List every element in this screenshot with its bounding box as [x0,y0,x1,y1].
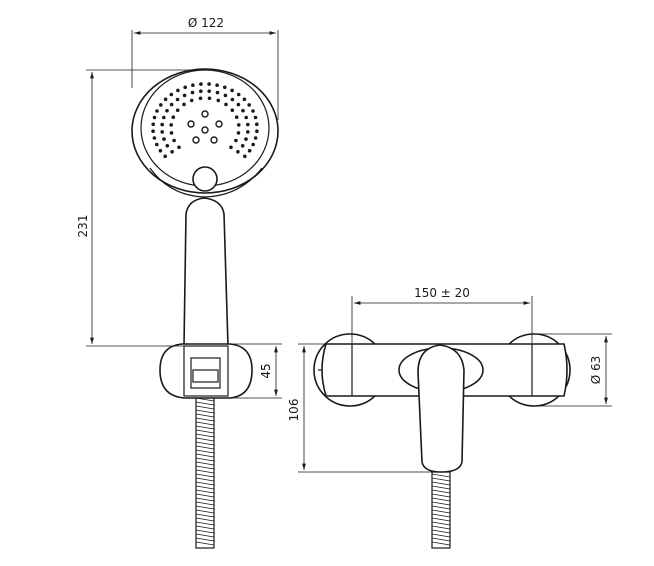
mixer-lever [417,344,465,473]
shower-handle [183,197,229,347]
mixer-hose [431,471,451,549]
connection-spacing-dimension: 150 ± 20 [351,286,533,344]
holder-height-label: 45 [259,363,273,378]
connection-spacing-label: 150 ± 20 [414,286,470,300]
length-dimension: 231 [76,69,206,347]
spray-holes [151,82,259,159]
spray-selector-button [192,166,218,192]
holder-height-dimension: 45 [228,343,282,399]
head-diameter-label: Ø 122 [188,16,224,30]
length-label: 231 [76,215,90,238]
cover-diameter-label: Ø 63 [589,356,603,385]
cover-diameter-dimension: Ø 63 [534,333,612,407]
shower-hose [195,387,215,549]
mixer-drawing: 150 ± 20 Ø 63 106 [287,286,612,549]
head-diameter-dimension: Ø 122 [131,16,279,120]
bar-height-label: 106 [287,399,301,422]
hand-shower-drawing: Ø 122 231 45 [76,16,282,549]
bar-height-dimension: 106 [287,343,432,473]
wall-holder [159,343,253,399]
